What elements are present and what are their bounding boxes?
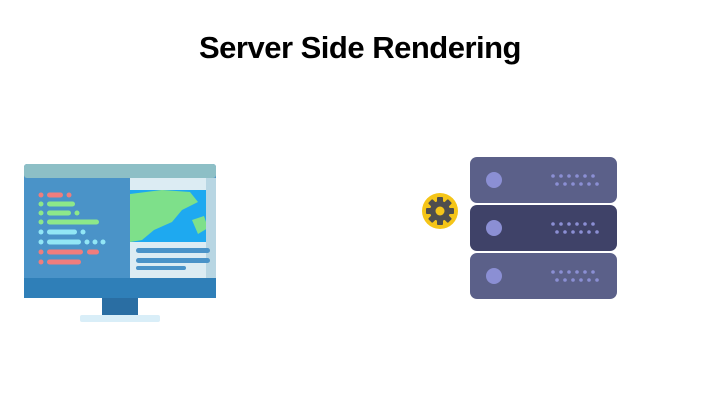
monitor-stand — [102, 298, 138, 315]
monitor-icon — [22, 162, 218, 326]
gear-icon — [422, 193, 458, 229]
server-rack-icon — [420, 155, 620, 303]
slide-title: Server Side Rendering — [198, 30, 522, 65]
text-line — [136, 248, 210, 253]
code-lines — [38, 192, 106, 265]
server-unit-active — [470, 205, 617, 251]
monitor-base — [80, 315, 160, 322]
server-unit — [470, 253, 617, 299]
monitor-top-bar — [24, 164, 216, 178]
text-line — [136, 266, 186, 270]
map-land — [130, 190, 198, 242]
server-unit — [470, 157, 617, 203]
text-line — [136, 258, 210, 263]
